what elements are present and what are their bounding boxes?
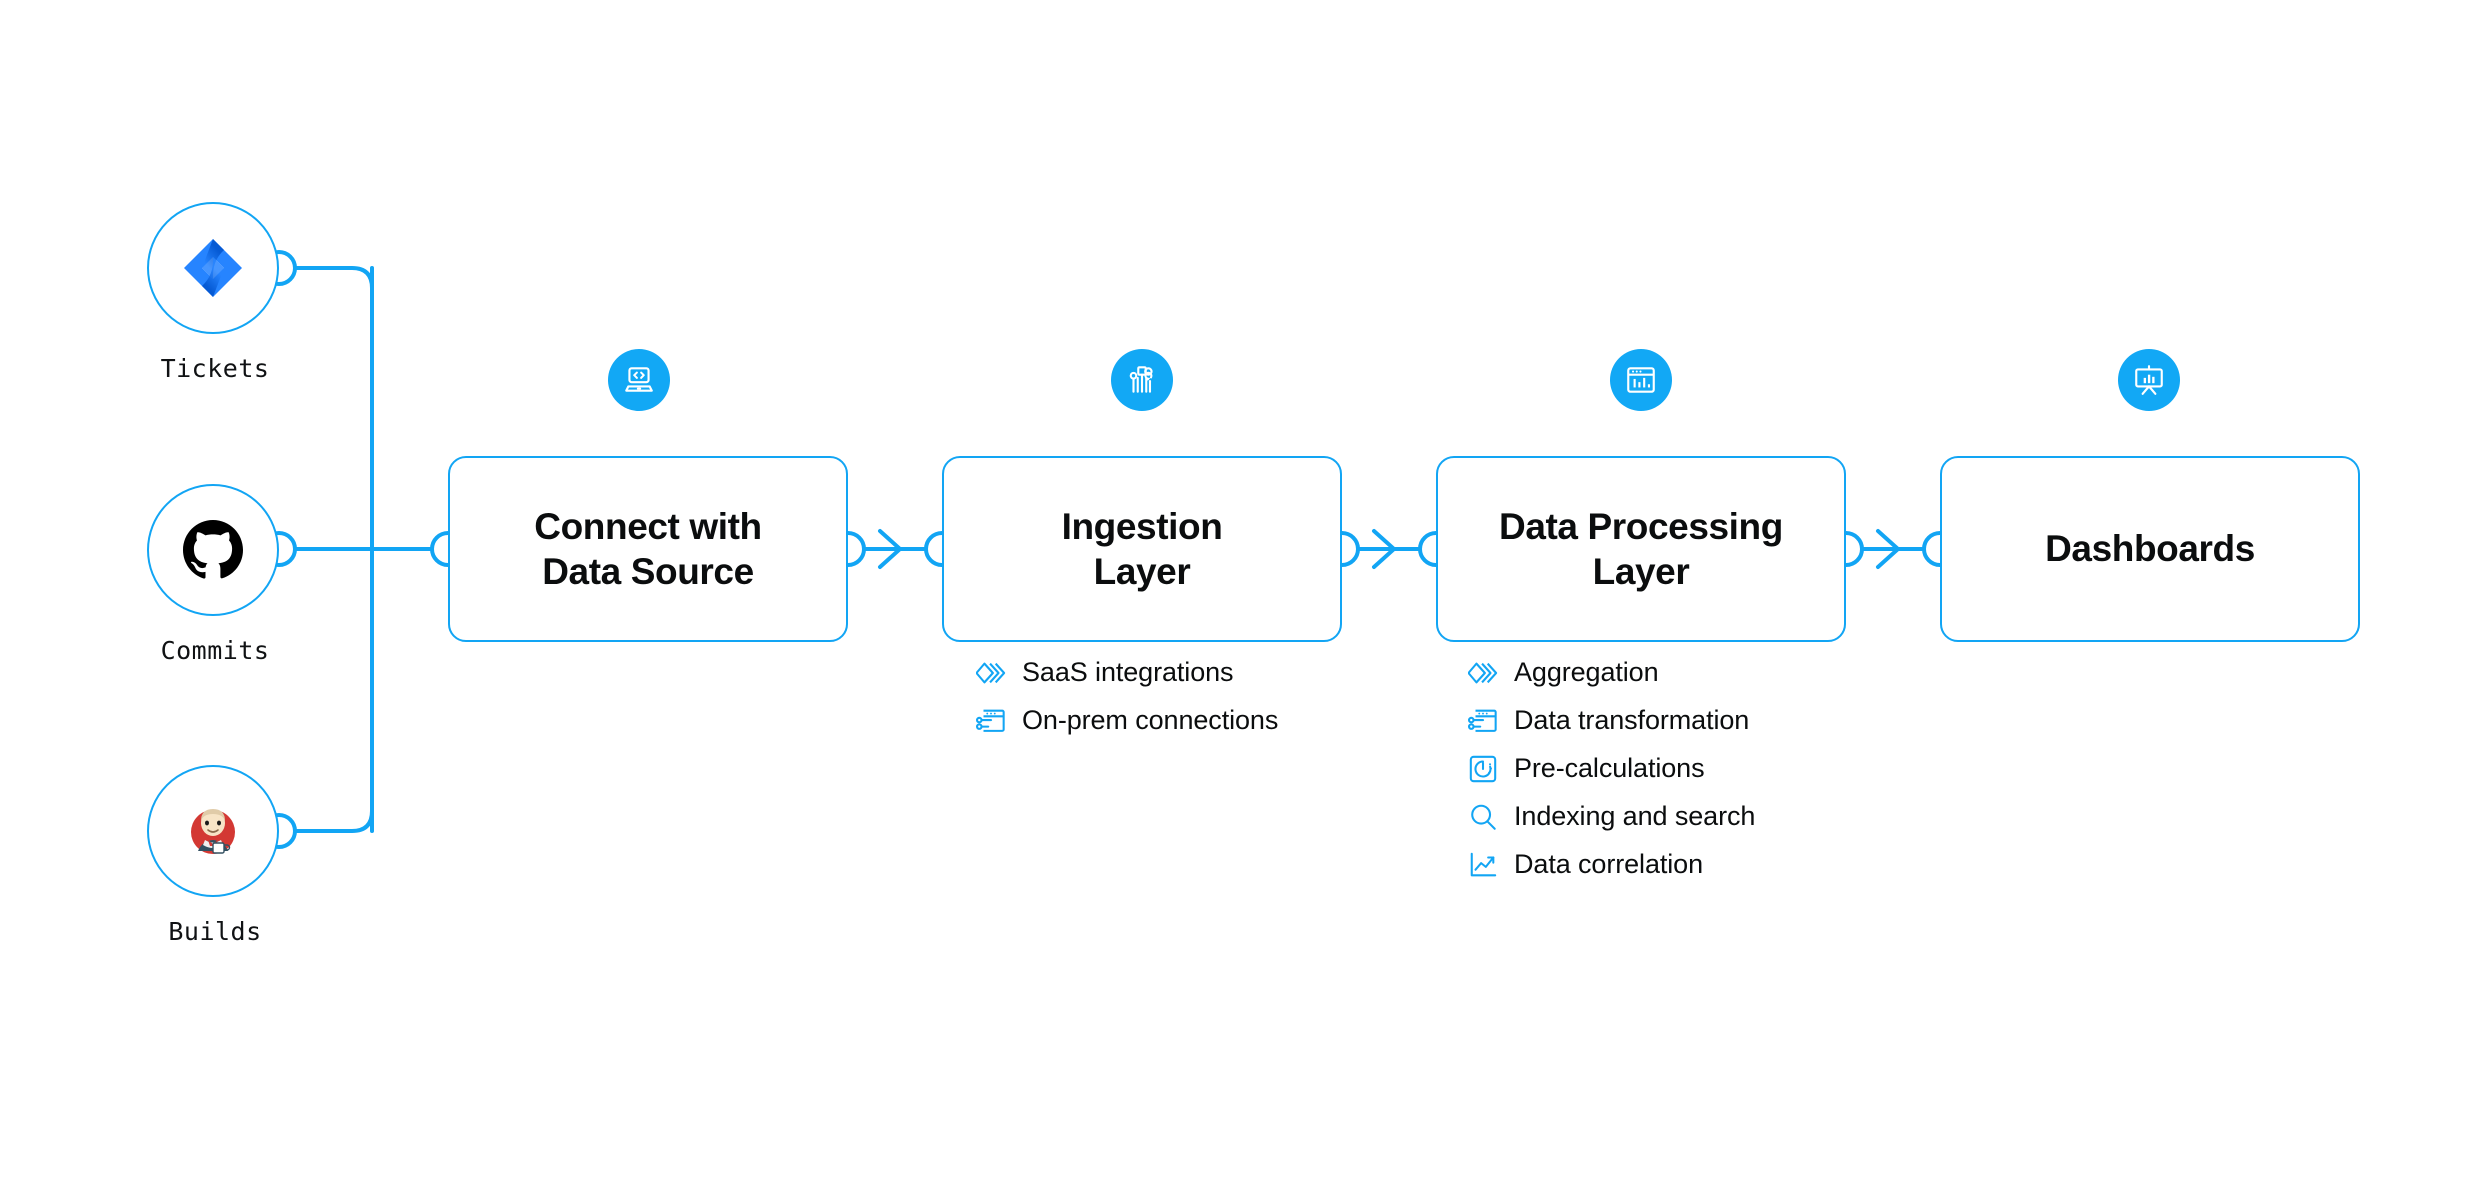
- source-label-commits: Commits: [160, 636, 270, 665]
- jenkins-icon: [191, 809, 235, 854]
- feature-label: Pre-calculations: [1514, 753, 1705, 783]
- stage-title: Ingestion Layer: [1061, 505, 1223, 592]
- badge-ingestion-layer: [1111, 349, 1173, 411]
- stage-data-processing-layer[interactable]: Data Processing Layer: [1436, 456, 1846, 642]
- search-icon: [1467, 801, 1499, 833]
- stage-title: Data Processing Layer: [1499, 505, 1783, 592]
- feature-label: On-prem connections: [1022, 705, 1279, 735]
- jira-icon: [184, 239, 242, 297]
- feature-item[interactable]: Data correlation: [1467, 847, 1755, 882]
- feature-item[interactable]: Indexing and search: [1467, 799, 1755, 834]
- feature-label: SaaS integrations: [1022, 657, 1234, 687]
- feature-label: Data correlation: [1514, 849, 1703, 879]
- source-label-tickets: Tickets: [160, 354, 270, 383]
- line-chart-icon: [1467, 849, 1499, 881]
- feature-label: Data transformation: [1514, 705, 1750, 735]
- feature-item[interactable]: On-prem connections: [975, 703, 1278, 738]
- window-connections-icon: [1467, 705, 1499, 737]
- layers-chevron-icon: [975, 657, 1007, 689]
- feature-item[interactable]: Data transformation: [1467, 703, 1755, 738]
- gauge-square-icon: [1467, 753, 1499, 785]
- feature-label: Aggregation: [1514, 657, 1659, 687]
- feature-label: Indexing and search: [1514, 801, 1756, 831]
- stage-connect-with-data-source[interactable]: Connect with Data Source: [448, 456, 848, 642]
- window-connections-icon: [975, 705, 1007, 737]
- layers-chevron-icon: [1467, 657, 1499, 689]
- badge-connect-with-data-source: [608, 349, 670, 411]
- feature-item[interactable]: SaaS integrations: [975, 655, 1278, 690]
- source-ring: [147, 484, 279, 616]
- stage-dashboards[interactable]: Dashboards: [1940, 456, 2360, 642]
- source-ring: [147, 765, 279, 897]
- stage-ingestion-layer[interactable]: Ingestion Layer: [942, 456, 1342, 642]
- stage-title: Connect with Data Source: [534, 505, 762, 592]
- window-chart-icon: [1627, 367, 1655, 393]
- badge-data-processing-layer: [1610, 349, 1672, 411]
- laptop-code-icon: [625, 367, 653, 392]
- feature-list-ingestion-layer: SaaS integrations On-prem connections: [975, 655, 1278, 738]
- circuit-nodes-icon: [1129, 366, 1153, 393]
- github-icon: [183, 520, 243, 579]
- source-node-tickets[interactable]: Tickets: [147, 202, 283, 383]
- feature-item[interactable]: Aggregation: [1467, 655, 1755, 690]
- feature-list-data-processing-layer: Aggregation Data transformation: [1467, 655, 1755, 882]
- source-node-commits[interactable]: Commits: [147, 484, 283, 665]
- source-ring: [147, 202, 279, 334]
- source-node-builds[interactable]: Builds: [147, 765, 283, 946]
- badge-dashboards: [2118, 349, 2180, 411]
- source-label-builds: Builds: [168, 917, 262, 946]
- stage-title: Dashboards: [2045, 528, 2255, 570]
- presentation-chart-icon: [2135, 365, 2163, 395]
- feature-item[interactable]: Pre-calculations: [1467, 751, 1755, 786]
